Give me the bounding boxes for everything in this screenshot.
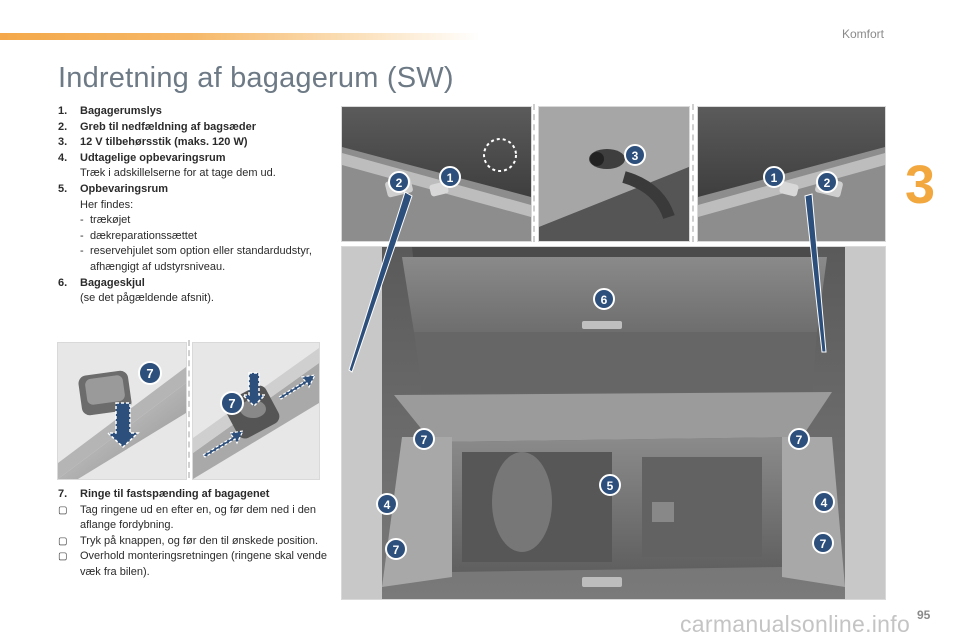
callout-2: 2 [396, 176, 403, 190]
list-item: 3. 12 V tilbehørsstik (maks. 120 W) [58, 135, 328, 151]
photo-divider [692, 104, 694, 242]
list-item: 4. Udtagelige opbevaringsrum Træk i adsk… [58, 151, 328, 182]
bullet-item: ▢ Overhold monteringsretningen (ringene … [58, 549, 328, 580]
bullet-item: ▢ Tryk på knappen, og før den til ønsked… [58, 534, 328, 550]
callout-7: 7 [812, 532, 834, 554]
item-number: 6. [58, 276, 68, 289]
callout-7: 7 [788, 428, 810, 450]
svg-text:7: 7 [393, 543, 400, 557]
list-item: 1. Bagagerumslys [58, 104, 328, 120]
item-list: 1. Bagagerumslys 2. Greb til nedfældning… [58, 104, 328, 307]
header-accent-bar [0, 33, 480, 40]
callout-7: 7 [146, 366, 153, 381]
photo-divider [188, 340, 190, 478]
svg-text:4: 4 [821, 496, 828, 510]
item-title: Udtagelige opbevaringsrum [80, 151, 226, 164]
list-item: 5. Opbevaringsrum Her findes: -trækøjet … [58, 182, 328, 276]
callout-7: 7 [228, 396, 235, 411]
callout-4: 4 [813, 491, 835, 513]
trunk-left-side-photo: 2 1 [341, 106, 532, 242]
item-title: Bagageskjul [80, 276, 145, 289]
item-number: 2. [58, 120, 68, 133]
bullet-icon: ▢ [58, 535, 68, 547]
callout-7: 7 [413, 428, 435, 450]
item-text: Her findes: [80, 198, 134, 211]
page-title: Indretning af bagagerum (SW) [58, 62, 454, 94]
list-item: 2. Greb til nedfældning af bagsæder [58, 120, 328, 136]
callout-7: 7 [385, 538, 407, 560]
svg-text:7: 7 [796, 433, 803, 447]
item-title: Ringe til fastspænding af bagagenet [80, 488, 270, 500]
callout-3: 3 [632, 149, 639, 163]
svg-text:5: 5 [607, 479, 614, 493]
callout-5: 5 [599, 474, 621, 496]
svg-text:4: 4 [384, 498, 391, 512]
trunk-right-side-photo: 1 2 [697, 106, 886, 242]
sub-list-item: -reservehjulet som option eller standard… [80, 245, 312, 273]
callout-2: 2 [824, 176, 831, 190]
rings-section: 7. Ringe til fastspænding af bagagenet ▢… [58, 487, 328, 581]
item-number: 4. [58, 151, 68, 164]
ring-slide-photo: 7 [192, 342, 320, 480]
sub-list-item: -dækreparationssættet [80, 229, 197, 242]
callout-6: 6 [593, 288, 615, 310]
sub-list-item: -trækøjet [80, 214, 131, 227]
callout-1: 1 [771, 171, 778, 185]
item-number: 5. [58, 182, 68, 195]
item-title: Opbevaringsrum [80, 182, 169, 195]
item-title: 12 V tilbehørsstik (maks. 120 W) [80, 136, 248, 149]
trunk-overview-photo: 6 7 7 5 4 4 7 7 [341, 246, 886, 600]
photo-divider [533, 104, 535, 242]
bullet-icon: ▢ [58, 551, 68, 563]
bullet-item: ▢ Tag ringene ud en efter en, og før dem… [58, 503, 328, 534]
list-item: 6. Bagageskjul (se det pågældende afsnit… [58, 276, 328, 307]
sub-list: -trækøjet -dækreparationssættet -reserve… [80, 213, 328, 275]
item-title: Greb til nedfældning af bagsæder [80, 120, 257, 133]
watermark: carmanualsonline.info [680, 611, 911, 637]
list-item: 7. Ringe til fastspænding af bagagenet [58, 487, 328, 503]
svg-text:7: 7 [421, 433, 428, 447]
socket-photo: 3 [538, 106, 690, 242]
page-number: 95 [917, 608, 931, 622]
chapter-number: 3 [905, 155, 936, 215]
svg-text:7: 7 [820, 537, 827, 551]
callout-4: 4 [376, 493, 398, 515]
item-number: 1. [58, 105, 68, 117]
item-text: (se det pågældende afsnit). [80, 292, 214, 305]
item-number: 7. [58, 488, 68, 500]
item-number: 3. [58, 136, 68, 149]
bullet-icon: ▢ [58, 504, 68, 516]
svg-text:6: 6 [601, 293, 608, 307]
item-text: Træk i adskillelserne for at tage dem ud… [80, 167, 276, 180]
section-label: Komfort [841, 27, 884, 41]
callout-1: 1 [447, 171, 454, 185]
ring-button-photo: 7 [57, 342, 187, 480]
item-title: Bagagerumslys [80, 105, 162, 117]
